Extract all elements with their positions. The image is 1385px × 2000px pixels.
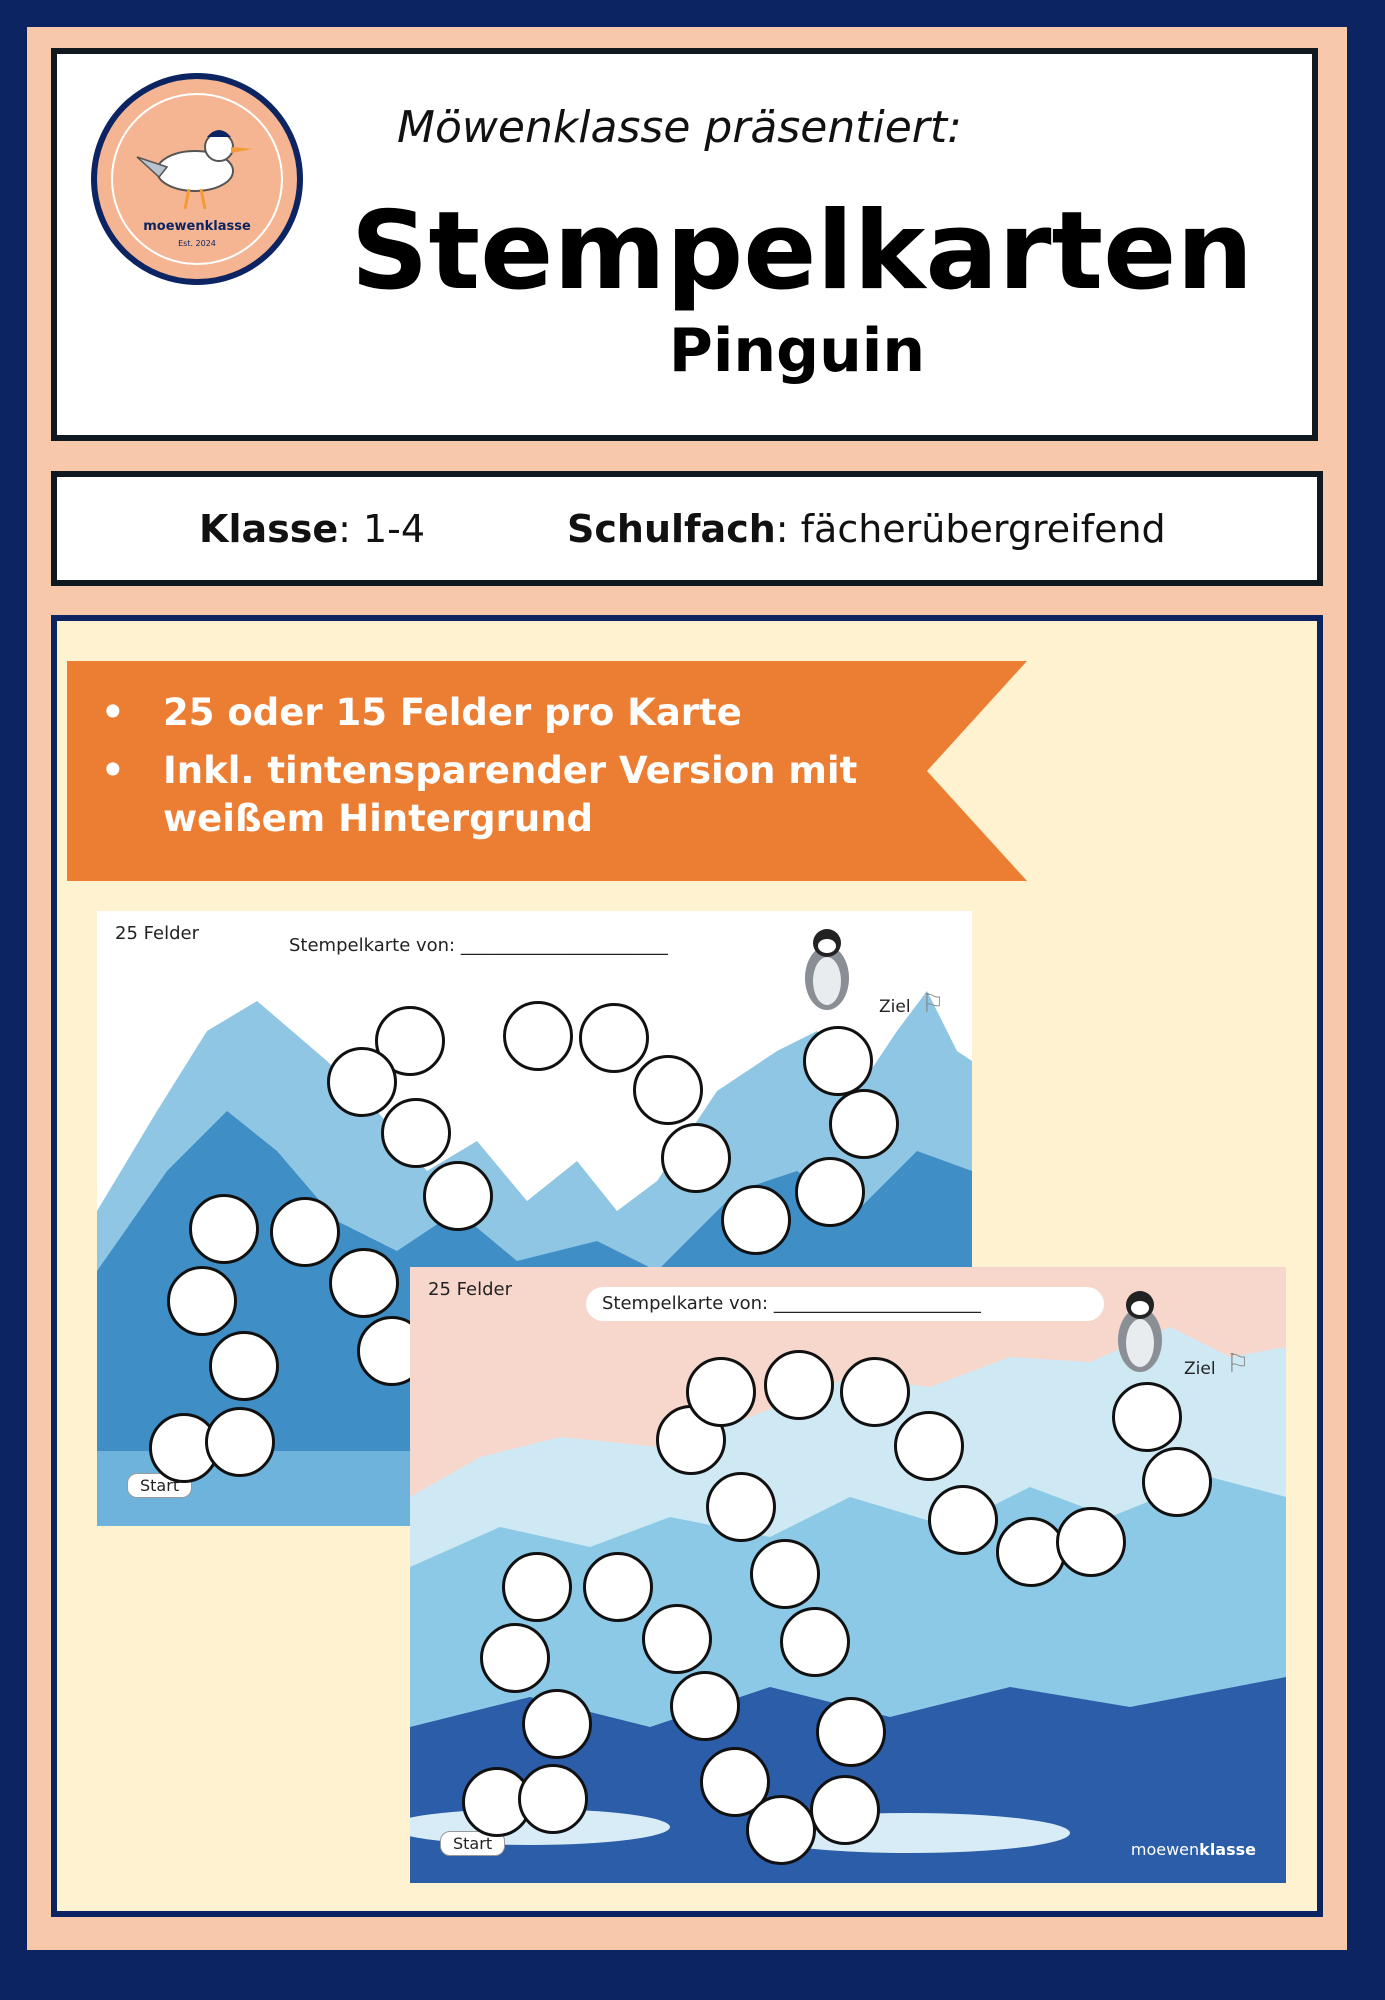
stamp-field xyxy=(928,1485,998,1555)
stamp-field xyxy=(1112,1382,1182,1452)
stamp-field xyxy=(502,1552,572,1622)
stamp-field xyxy=(480,1623,550,1693)
iceberg-background xyxy=(410,1327,1286,1883)
stamp-field xyxy=(996,1517,1066,1587)
stamp-field xyxy=(1142,1447,1212,1517)
feature-list: 25 oder 15 Felder pro Karte Inkl. tinten… xyxy=(87,689,907,843)
owner-pill xyxy=(586,1287,1104,1321)
brand-part-b: klasse xyxy=(1199,1840,1256,1859)
stamp-field xyxy=(764,1350,834,1420)
goal-label: Ziel xyxy=(1184,1359,1216,1379)
grade-value: : 1-4 xyxy=(338,507,426,551)
penguin-icon xyxy=(1118,1291,1162,1372)
stamp-field xyxy=(746,1795,816,1865)
subject-value: : fächerübergreifend xyxy=(775,507,1166,551)
stamp-field xyxy=(686,1357,756,1427)
stamp-field xyxy=(706,1472,776,1542)
stamp-field xyxy=(829,1089,899,1159)
feature-item: Inkl. tintensparender Version mit weißem… xyxy=(87,747,907,843)
stamp-field xyxy=(721,1185,791,1255)
flag-icon: ⚐ xyxy=(921,989,945,1019)
stamp-field xyxy=(894,1411,964,1481)
brand-watermark: moewenklasse xyxy=(1131,1840,1256,1859)
logo-established: Est. 2024 xyxy=(178,239,216,248)
stamp-field xyxy=(1056,1507,1126,1577)
stamp-field xyxy=(209,1331,279,1401)
preview-panel: 25 oder 15 Felder pro Karte Inkl. tinten… xyxy=(51,615,1323,1917)
subject-label: Schulfach xyxy=(567,507,776,551)
brand-part-a: moewen xyxy=(1130,1840,1200,1859)
stamp-field xyxy=(327,1047,397,1117)
stamp-field xyxy=(583,1552,653,1622)
seagull-icon: moewenklasse Est. 2024 xyxy=(91,73,303,285)
grade-label: Klasse xyxy=(199,507,339,551)
stamp-field xyxy=(189,1194,259,1264)
stamp-field xyxy=(803,1026,873,1096)
grade-info: Klasse: 1-4 xyxy=(199,507,425,551)
stamp-field xyxy=(518,1764,588,1834)
stamp-field xyxy=(780,1607,850,1677)
info-box: Klasse: 1-4 Schulfach: fächerübergreifen… xyxy=(51,471,1323,586)
stamp-field xyxy=(661,1123,731,1193)
goal-label: Ziel xyxy=(879,997,911,1017)
stamp-card-owner: Stempelkarte von: ______________________… xyxy=(289,935,668,956)
stamp-field xyxy=(642,1604,712,1674)
stamp-field xyxy=(329,1248,399,1318)
stamp-field xyxy=(670,1671,740,1741)
logo-wordmark: moewenklasse xyxy=(143,219,251,234)
stamp-field xyxy=(167,1266,237,1336)
page-title: Stempelkarten xyxy=(350,189,1254,314)
field-count: 25 Felder xyxy=(428,1279,512,1300)
presenter-line: Möwenklasse präsentiert: xyxy=(397,102,962,153)
stamp-field xyxy=(579,1003,649,1073)
stamp-field xyxy=(503,1001,573,1071)
page-subtitle: Pinguin xyxy=(668,316,926,386)
stamp-field xyxy=(795,1157,865,1227)
feature-item: 25 oder 15 Felder pro Karte xyxy=(87,689,907,737)
stamp-field xyxy=(816,1697,886,1767)
stamp-card-owner: Stempelkarte von: ______________________… xyxy=(602,1293,981,1314)
stamp-field xyxy=(381,1098,451,1168)
penguin-icon xyxy=(805,929,849,1010)
header-box: moewenklasse Est. 2024 Möwenklasse präse… xyxy=(51,48,1318,441)
stamp-field xyxy=(840,1357,910,1427)
stamp-field xyxy=(522,1689,592,1759)
stamp-field xyxy=(270,1197,340,1267)
field-count: 25 Felder xyxy=(115,923,199,944)
subject-info: Schulfach: fächerübergreifend xyxy=(567,507,1166,551)
stamp-field xyxy=(810,1775,880,1845)
flag-icon: ⚐ xyxy=(1226,1349,1250,1379)
stamp-field xyxy=(205,1407,275,1477)
stamp-field xyxy=(375,1006,445,1076)
card-preview-colored: 25 Felder Stempelkarte von: ____________… xyxy=(410,1267,1286,1883)
stamp-field xyxy=(750,1539,820,1609)
stamp-field xyxy=(633,1055,703,1125)
stamp-field xyxy=(423,1161,493,1231)
